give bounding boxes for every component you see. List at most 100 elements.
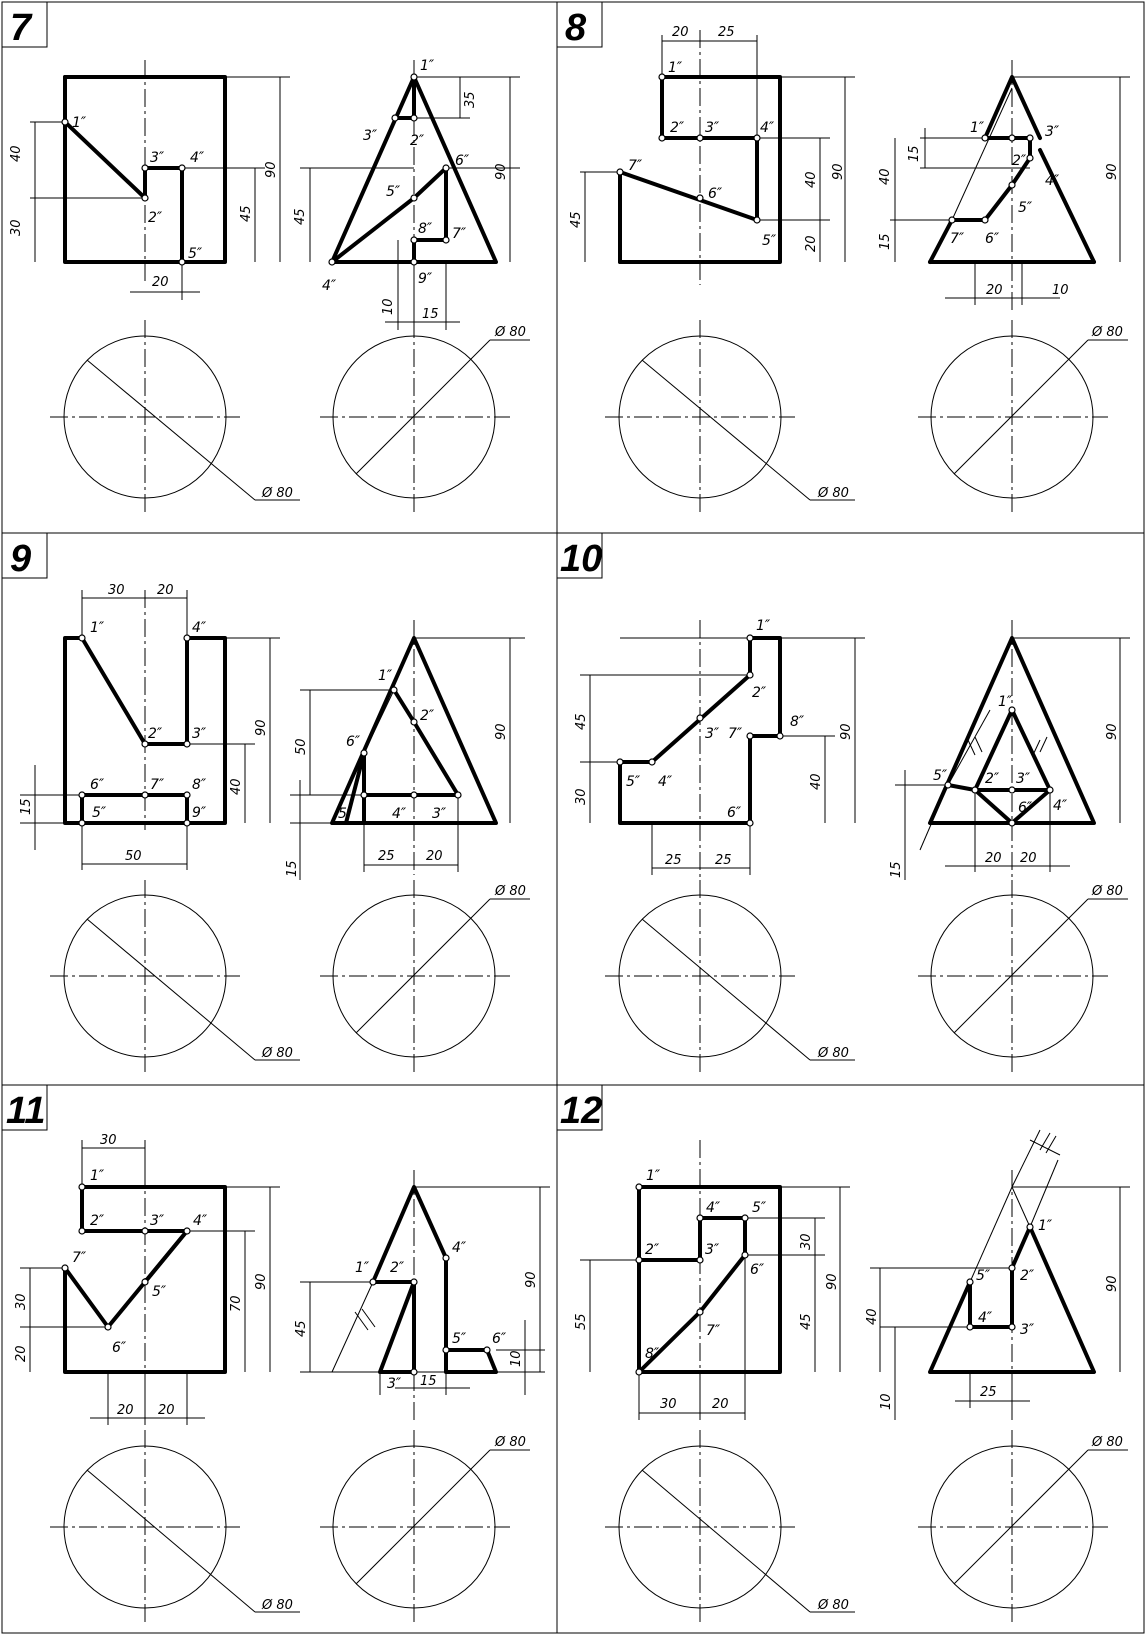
point-label: 7″ [150,777,165,793]
top-view-right: Ø 80 [320,1430,530,1625]
dimension-text: 20 [985,851,1002,866]
diameter-label: Ø 80 [261,486,293,501]
diameter-label: Ø 80 [494,325,526,340]
panel-12: 12 1″ 2″ 3″ 4″ 5″ 6″ [556,1084,1130,1625]
panel-number: 10 [560,538,602,580]
front-view: 20 25 1″ 2″ 3″ 4″ 5″ 6″ 7″ 45 40 90 20 [569,25,855,285]
top-view-left: Ø 80 [50,1430,300,1625]
dimension-text: 15 [422,307,439,322]
point-label: 3″ [705,1242,720,1258]
top-view-right: Ø 80 [918,1430,1128,1625]
point-label: 2″ [90,1213,105,1229]
dimension-text: 90 [831,163,846,180]
point-label: 5″ [386,184,401,200]
point-label: 5″ [338,806,353,822]
dimension-lines [895,637,1130,880]
point-label: 1″ [668,60,683,76]
top-view-left: Ø 80 [605,320,855,512]
dimension-text: 20 [712,1397,729,1412]
dimension-text: 90 [839,723,854,740]
dimension-text: 10 [509,1350,524,1367]
dimension-text: 25 [665,853,682,868]
panel-8: 8 20 25 1″ 2″ 3″ 4″ 5 [556,1,1130,512]
dimension-text: 15 [889,861,904,878]
point-label: 5″ [762,233,777,249]
dimension-text: 15 [907,145,922,162]
point-label: 6″ [985,231,1000,247]
point-label: 6″ [1018,800,1033,816]
panel-7: 7 1″ 2″ 3″ 4″ 5″ 40 30 45 90 [1,1,530,512]
point-label: 3″ [705,120,720,136]
dimension-lines [580,637,865,875]
dimension-text: 10 [879,1393,894,1410]
point-label: 5″ [452,1331,467,1347]
side-view: 1″ 2″ 3″ 4″ 5″ 6″ 7″ 15 40 15 90 20 10 [878,60,1130,310]
point-label: 1″ [420,58,435,74]
point-label: 4″ [1053,798,1068,814]
front-view: 1″ 2″ 3″ 4″ 5″ 6″ 7″ 8″ 45 30 90 40 25 2… [574,618,865,880]
point-label: 4″ [760,120,775,136]
dimension-text: 30 [14,1293,29,1310]
point-label: 5″ [152,1284,167,1300]
dimension-text: 40 [9,145,24,162]
point-label: 2″ [670,120,685,136]
dimension-text: 20 [157,583,174,598]
point-label: 2″ [410,133,425,149]
point-label: 8″ [645,1346,660,1362]
point-label: 2″ [148,726,163,742]
point-label: 4″ [392,806,407,822]
point-label: 3″ [150,1213,165,1229]
top-view-left: Ø 80 [50,320,300,512]
dimension-text: 90 [1105,723,1120,740]
diameter-label: Ø 80 [1091,325,1123,340]
point-label: 1″ [90,620,105,636]
dimension-text: 90 [494,163,509,180]
point-label: 4″ [452,1240,467,1256]
point-label: 4″ [193,1213,208,1229]
dimension-text: 35 [463,91,478,108]
point-label: 2″ [752,685,767,701]
point-label: 1″ [1038,1218,1053,1234]
dimension-text: 10 [1052,283,1069,298]
point-label: 9″ [192,805,207,821]
point-label: 6″ [727,805,742,821]
dimension-text: 20 [1020,851,1037,866]
panel-number: 7 [10,7,33,49]
dimension-lines [300,76,520,330]
point-label: 5″ [92,805,107,821]
top-view-left: Ø 80 [605,880,855,1072]
dimension-text: 90 [825,1273,840,1290]
top-view-right: Ø 80 [918,880,1128,1072]
dimension-text: 20 [152,275,169,290]
side-view: 1″ 2″ 3″ 4″ 5″ 6″ 90 15 20 20 [889,620,1130,880]
diameter-label: Ø 80 [1091,1435,1123,1450]
dimension-text: 15 [878,233,893,250]
point-label: 6″ [90,777,105,793]
point-label: 7″ [452,226,467,242]
front-outline [63,75,227,264]
dimension-text: 70 [229,1295,244,1312]
point-label: 2″ [420,708,435,724]
point-label: 1″ [646,1168,661,1184]
diameter-label: Ø 80 [1091,884,1123,899]
front-view: 1″ 2″ 3″ 4″ 5″ 6″ 7″ 8″ 55 30 45 90 30 2… [574,1140,850,1420]
dimension-text: 20 [986,283,1003,298]
point-label: 7″ [72,1250,87,1266]
point-label: 3″ [387,1376,402,1392]
diameter-label: Ø 80 [494,1435,526,1450]
top-view-right: Ø 80 [918,320,1128,512]
dimension-lines [290,637,525,880]
dimension-text: 25 [378,849,395,864]
dimension-text: 20 [426,849,443,864]
point-label: 8″ [790,714,805,730]
point-label: 4″ [192,620,207,636]
point-label: 7″ [706,1323,721,1339]
dimension-text: 30 [574,788,589,805]
point-label: 4″ [658,774,673,790]
point-label: 8″ [418,221,433,237]
top-view-left: Ø 80 [605,1430,855,1625]
dimension-text: 40 [809,773,824,790]
point-label: 1″ [72,115,87,131]
